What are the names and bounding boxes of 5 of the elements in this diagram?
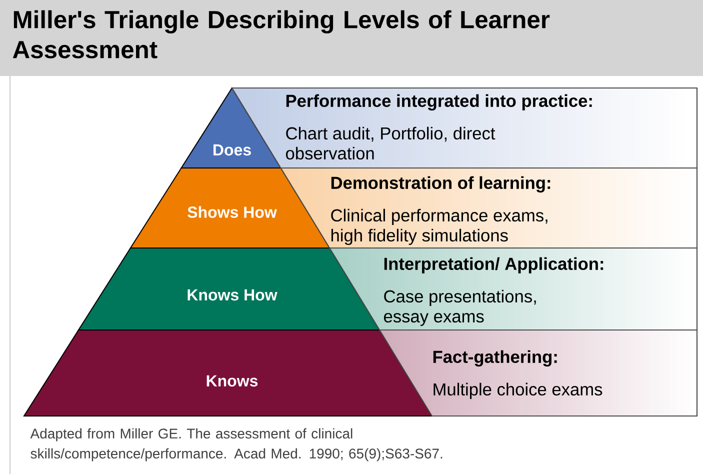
caption: Adapted from Miller GE. The assessment of clinical skills/competence/performance. Acad Med. 1990; 65(9);S63-S67. [30,428,442,462]
pyramid-layer: Knows How [78,247,381,331]
pyramid-layer: Shows How [130,167,331,249]
pyramid-layer: Knows [23,329,433,417]
title-banner: Miller's Triangle Describing Levels of Learner Assessment [0,0,703,76]
